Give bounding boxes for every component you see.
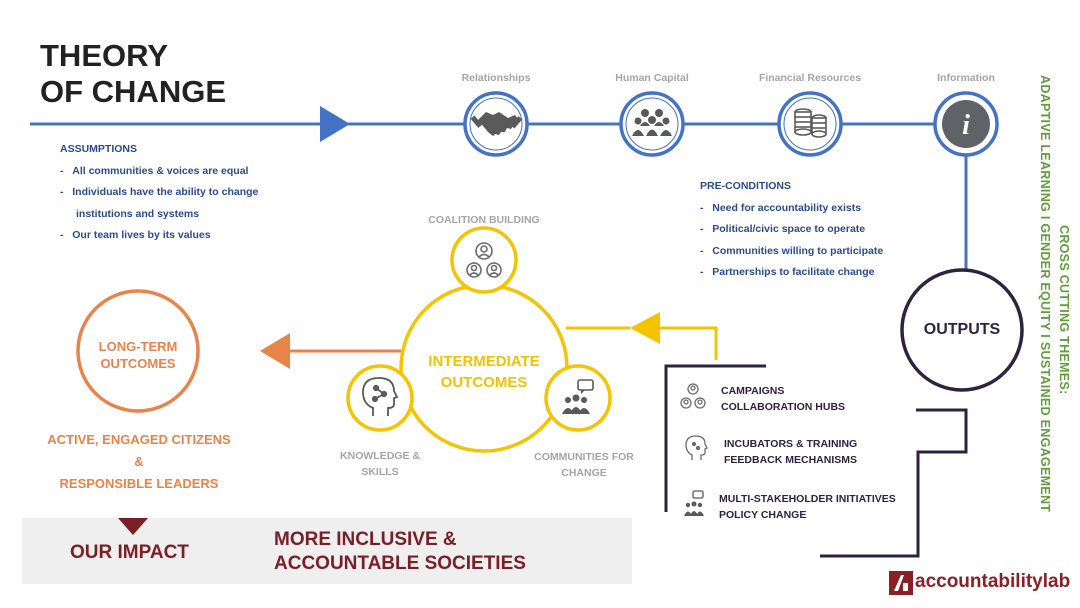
long-term-line-2: OUTCOMES — [100, 356, 176, 371]
themes-text: ADAPTIVE LEARNING I GENDER EQUITY I SUST… — [1038, 75, 1052, 513]
preconditions-list: PRE-CONDITIONS - Need for accountability… — [700, 176, 930, 284]
assumption-text: Individuals have the ability to change — [72, 186, 259, 198]
long-term-label: LONG-TERM OUTCOMES — [78, 338, 198, 372]
coalition-icon — [466, 242, 502, 278]
citizens-line-3: RESPONSIBLE LEADERS — [59, 476, 219, 491]
our-impact-label: OUR IMPACT — [70, 542, 189, 563]
knowledge-label: KNOWLEDGE & SKILLS — [320, 448, 440, 480]
intermediate-arrow-head — [630, 312, 660, 344]
head-network-small-icon — [685, 435, 708, 460]
themes-heading: CROSS CUTTING THEMES: — [1057, 225, 1071, 395]
precondition-item: - Partnerships to facilitate change — [700, 266, 875, 278]
intermediate-line-1: INTERMEDIATE — [428, 353, 540, 370]
output-line: MULTI-STAKEHOLDER INITIATIVES — [719, 493, 896, 505]
assumption-item: - Individuals have the ability to change — [60, 186, 259, 198]
knowledge-circle — [346, 364, 414, 432]
long-term-circle — [76, 289, 200, 413]
impact-statement: MORE INCLUSIVE & ACCOUNTABLE SOCIETIES — [274, 528, 526, 576]
info-icon: i — [962, 110, 970, 141]
people-network-icon — [680, 383, 706, 409]
output-line: COLLABORATION HUBS — [721, 401, 846, 413]
precondition-item: - Political/civic space to operate — [700, 223, 866, 235]
resource-label-financial: Financial Resources — [758, 72, 862, 84]
output-group-multistakeholder: MULTI-STAKEHOLDER INITIATIVES POLICY CHA… — [719, 491, 896, 523]
output-line: CAMPAIGNS — [721, 385, 785, 397]
output-line: INCUBATORS & TRAINING — [724, 438, 858, 450]
resource-label-human-capital: Human Capital — [615, 72, 689, 84]
page-title: THEORY OF CHANGE — [40, 38, 226, 110]
communities-label: COMMUNITIES FOR CHANGE — [520, 449, 648, 481]
intermediate-label: INTERMEDIATE OUTCOMES — [404, 351, 564, 393]
output-line: FEEDBACK MECHANISMS — [724, 454, 858, 466]
communities-line-1: COMMUNITIES FOR — [534, 451, 634, 463]
assumption-item: - All communities & voices are equal — [60, 164, 249, 177]
assumption-text: Our team lives by its values — [72, 229, 211, 241]
title-line-1: THEORY — [40, 38, 169, 73]
coalition-circle — [450, 226, 518, 294]
resource-label-relationships: Relationships — [461, 72, 531, 84]
output-group-incubators: INCUBATORS & TRAINING FEEDBACK MECHANISM… — [724, 436, 857, 468]
head-network-icon — [362, 377, 399, 416]
assumptions-heading: ASSUMPTIONS — [60, 143, 138, 155]
precondition-text: Partnerships to facilitate change — [712, 266, 875, 278]
title-line-2: OF CHANGE — [40, 74, 226, 109]
intermediate-line-2: OUTCOMES — [440, 374, 528, 391]
people-group-icon — [632, 109, 672, 136]
handshake-icon — [470, 112, 523, 136]
main-arrow-head — [320, 106, 350, 142]
citizens-text: ACTIVE, ENGAGED CITIZENS & RESPONSIBLE L… — [28, 429, 250, 495]
impact-marker-icon — [118, 518, 148, 535]
precondition-text: Communities willing to participate — [712, 244, 884, 257]
output-group-campaigns: CAMPAIGNS COLLABORATION HUBS — [721, 383, 845, 415]
longterm-arrow-head — [260, 333, 290, 369]
outputs-bracket-left — [664, 364, 766, 512]
citizens-line-2: & — [134, 454, 144, 469]
precondition-text: Political/civic space to operate — [712, 223, 866, 235]
citizens-line-1: ACTIVE, ENGAGED CITIZENS — [47, 432, 231, 447]
speech-group-icon — [562, 379, 594, 414]
communities-line-2: CHANGE — [561, 467, 607, 479]
speech-group-small-icon — [684, 490, 704, 516]
impact-line-2: ACCOUNTABLE SOCIETIES — [274, 553, 526, 574]
coins-stack-icon — [794, 108, 827, 138]
information-node — [933, 91, 999, 157]
assumptions-list: ASSUMPTIONS - All communities & voices a… — [60, 139, 320, 247]
logo-mark-icon — [889, 571, 913, 595]
preconditions-heading: PRE-CONDITIONS — [700, 180, 792, 192]
precondition-item: - Need for accountability exists — [700, 201, 862, 214]
assumption-item: - Our team lives by its values — [60, 229, 211, 241]
logo-text: accountabilitylab — [915, 571, 1071, 592]
precondition-text: Need for accountability exists — [712, 201, 862, 214]
precondition-item: - Communities willing to participate — [700, 244, 884, 257]
impact-band — [22, 518, 632, 584]
assumption-text: All communities & voices are equal — [72, 164, 249, 177]
impact-line-1: MORE INCLUSIVE & — [274, 529, 457, 550]
knowledge-line-2: SKILLS — [361, 466, 399, 478]
assumption-text: institutions and systems — [76, 207, 200, 220]
outputs-bracket-right — [820, 408, 968, 558]
coalition-label: COALITION BUILDING — [428, 214, 540, 226]
resource-label-information: Information — [937, 72, 995, 84]
knowledge-line-1: KNOWLEDGE & — [340, 450, 420, 462]
outputs-label: OUTPUTS — [923, 321, 1001, 338]
output-line: POLICY CHANGE — [719, 509, 807, 521]
assumption-item: institutions and systems — [60, 204, 320, 226]
outputs-circle — [900, 268, 1024, 392]
long-term-line-1: LONG-TERM — [98, 339, 178, 354]
